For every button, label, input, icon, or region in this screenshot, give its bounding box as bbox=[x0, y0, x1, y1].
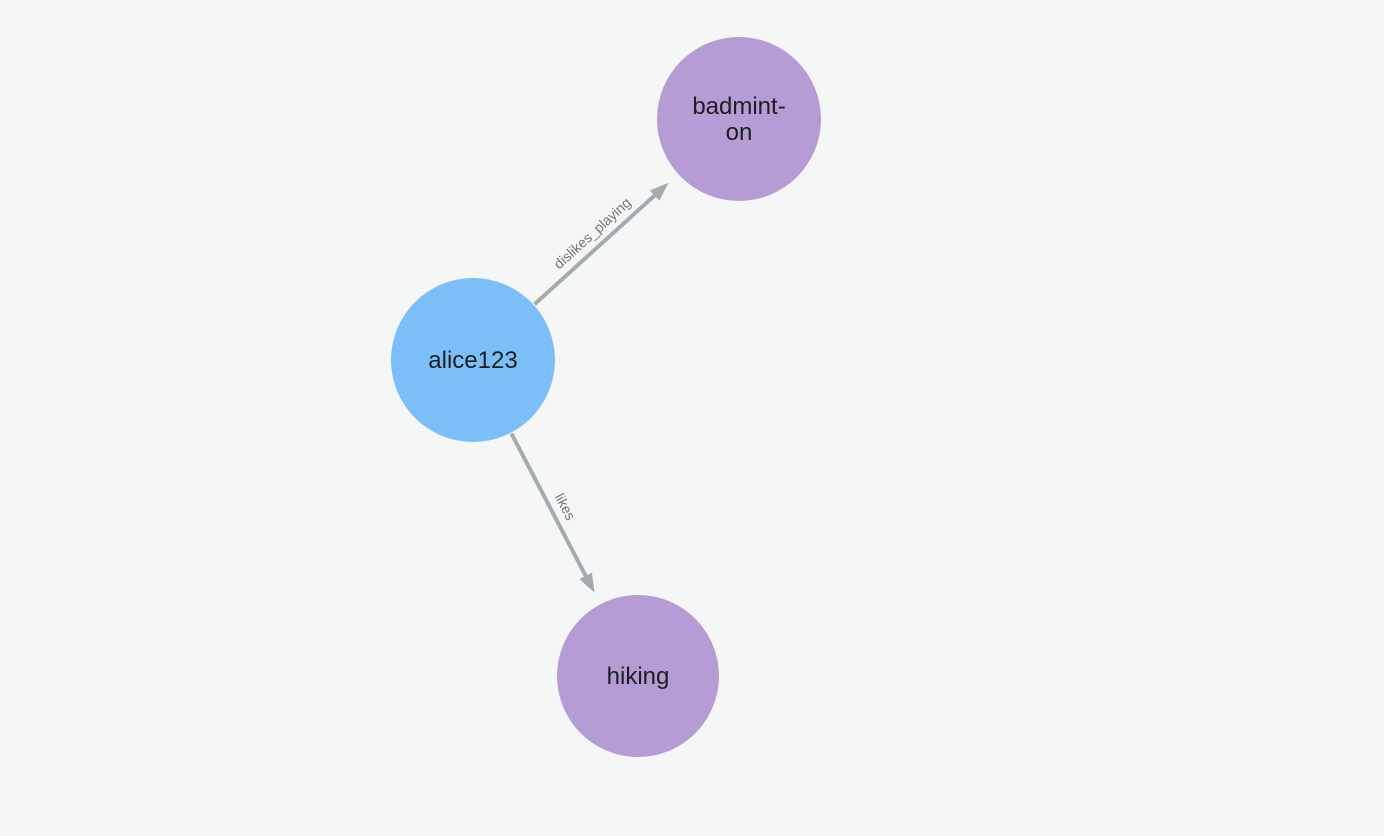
node-circle-badminton[interactable] bbox=[657, 37, 821, 201]
arrowhead-icon bbox=[579, 572, 595, 593]
edge-line[interactable] bbox=[509, 432, 590, 581]
edge-likes[interactable]: likes bbox=[509, 432, 595, 593]
edge-line[interactable] bbox=[533, 191, 659, 306]
node-hiking[interactable]: hiking bbox=[557, 595, 719, 757]
edge-label: dislikes_playing bbox=[550, 194, 633, 272]
arrowhead-icon bbox=[649, 182, 669, 201]
node-circle-alice123[interactable] bbox=[391, 278, 555, 442]
node-circle-hiking[interactable] bbox=[557, 595, 719, 757]
node-badminton[interactable]: badmint-on bbox=[657, 37, 821, 201]
node-alice123[interactable]: alice123 bbox=[391, 278, 555, 442]
edge-dislikes_playing[interactable]: dislikes_playing bbox=[533, 182, 669, 306]
